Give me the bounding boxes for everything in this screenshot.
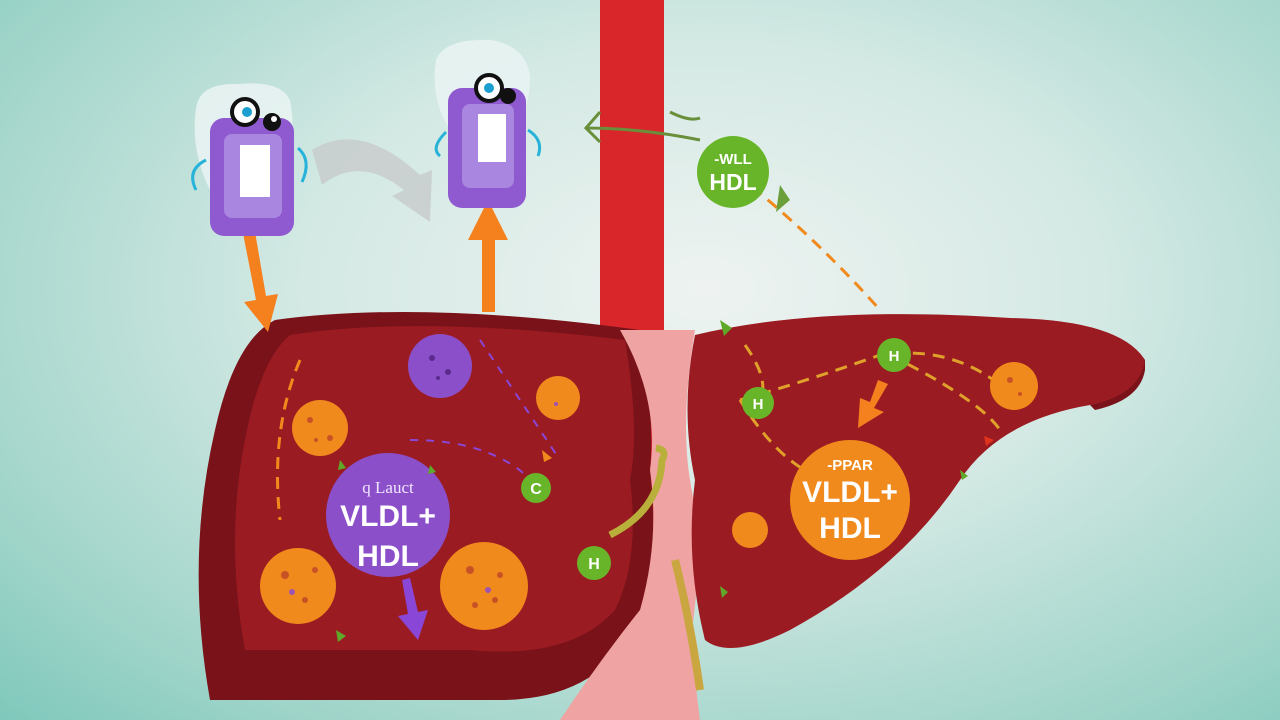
svg-text:H: H xyxy=(588,556,600,573)
vessel-crossing-arrow xyxy=(583,110,701,144)
arrow-purple-down xyxy=(398,578,428,640)
bile-duct xyxy=(608,444,668,539)
right-transporter-character xyxy=(434,39,542,208)
right-main-node: -PPAR VLDL+ HDL xyxy=(790,440,910,560)
left-node-line2: HDL xyxy=(357,540,419,573)
arrow-gray-curve xyxy=(312,139,432,222)
right-node-sublabel: -PPAR xyxy=(827,457,873,474)
svg-text:H: H xyxy=(889,348,900,365)
arrow-orange-right-lobe xyxy=(858,380,888,428)
svg-text:C: C xyxy=(530,481,542,498)
top-green-line1: -WLL xyxy=(714,151,751,168)
purple-cell xyxy=(408,334,472,398)
left-node-line1: VLDL+ xyxy=(340,500,436,533)
top-green-line2: HDL xyxy=(709,169,756,195)
arrow-down-left xyxy=(242,226,278,332)
orange-cells xyxy=(260,362,1038,630)
small-green-node: H xyxy=(877,338,911,372)
left-main-node: q Lauct VLDL+ HDL xyxy=(326,453,450,577)
arrow-up-right xyxy=(468,200,508,312)
leaf-flecks xyxy=(336,185,968,642)
small-green-node: H xyxy=(742,387,774,419)
left-transporter-character xyxy=(191,83,308,236)
small-green-node: C xyxy=(521,473,551,503)
small-green-node: H xyxy=(577,546,611,580)
ligament xyxy=(560,330,700,720)
svg-text:H: H xyxy=(753,396,764,413)
right-node-line2: HDL xyxy=(819,512,881,545)
right-node-line1: VLDL+ xyxy=(802,476,898,509)
left-node-sublabel: q Lauct xyxy=(362,478,414,497)
top-green-node: -WLL HDL xyxy=(697,136,769,208)
